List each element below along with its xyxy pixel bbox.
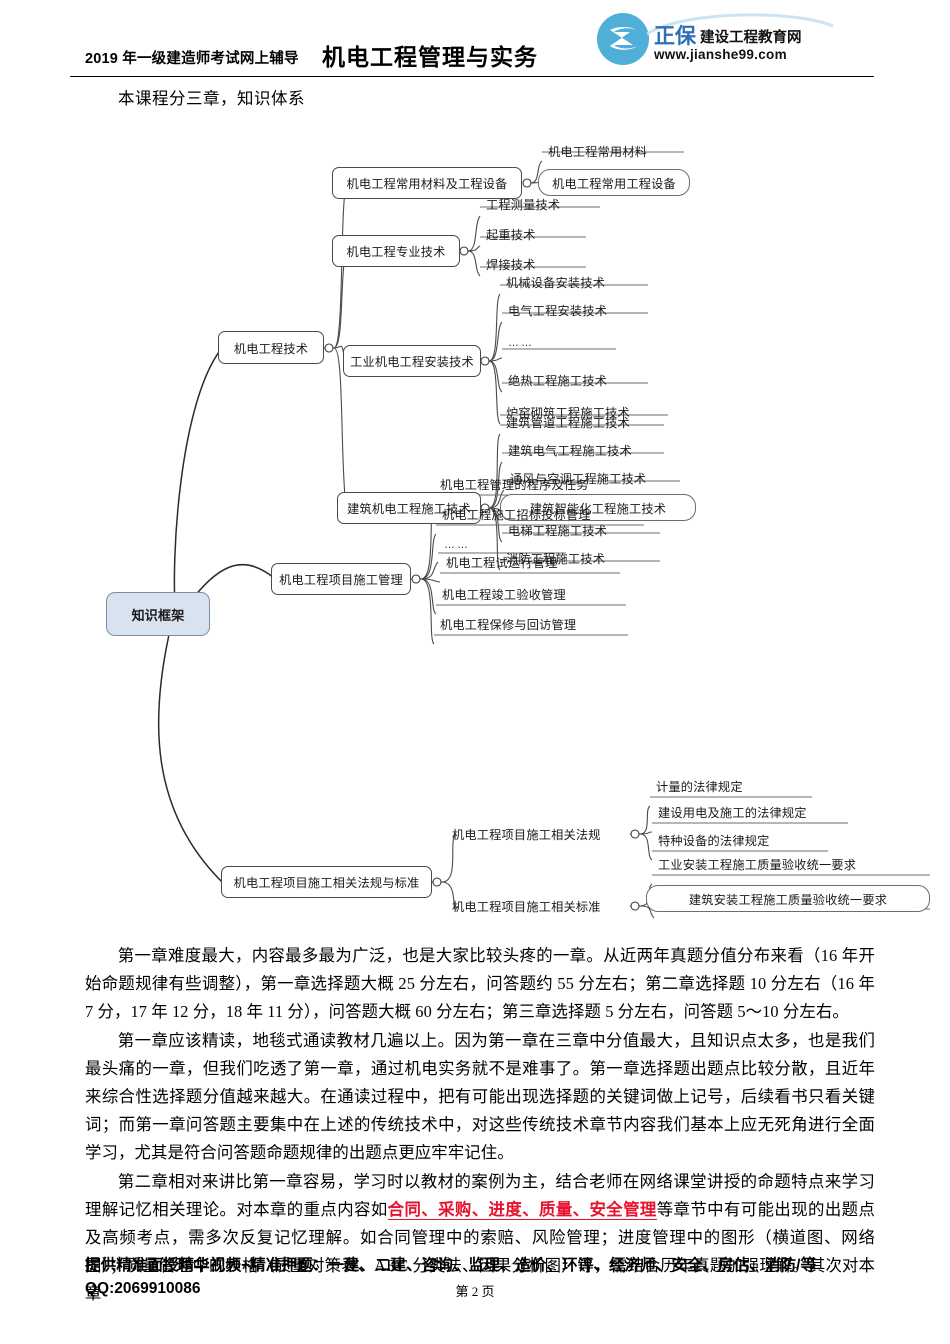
paragraph-3-highlight: 合同、采购、进度、质量、安全管理 xyxy=(387,1199,657,1220)
article-body: 第一章难度最大，内容最多最为广泛，也是大家比较头疼的一章。从近两年真题分值分布来… xyxy=(85,942,875,1309)
mindmap-leaf[interactable]: 起重技术 xyxy=(486,228,536,242)
page-title: 机电工程管理与实务 xyxy=(322,45,538,70)
mindmap-leaf[interactable]: 建筑安装工程施工质量验收统一要求 xyxy=(646,885,930,912)
logo-url: www.jianshe99.com xyxy=(654,47,787,62)
mindmap-leaf[interactable]: 建设用电及施工的法律规定 xyxy=(658,806,807,820)
logo-z-swoosh-icon xyxy=(610,27,637,50)
mindmap-leaf[interactable]: 机械设备安装技术 xyxy=(506,276,606,290)
mindmap-leaf[interactable]: 机电工程竣工验收管理 xyxy=(442,588,566,602)
mindmap-leaf[interactable]: 电梯工程施工技术 xyxy=(508,524,608,538)
paragraph-1: 第一章难度最大，内容最多最为广泛，也是大家比较头疼的一章。从近两年真题分值分布来… xyxy=(85,946,875,1022)
mindmap-leaf[interactable]: 通风与空调工程施工技术 xyxy=(510,472,647,486)
footer-promo-text: 提供精准面授精华视频+精准押题：一建、二建、咨询、监理、造价、环评、经济师、安全… xyxy=(85,1257,817,1274)
footer-qq-text: QQ:2069910086 xyxy=(85,1280,201,1297)
paragraph-3-part-b: 等章节中有可能出现的出题点及高频考点，需多次反复记忆理解。如合同管理中的索赔、风… xyxy=(85,1199,875,1304)
mindmap-leaf[interactable]: 建筑管道工程施工技术 xyxy=(506,416,630,430)
mindmap-leaf[interactable]: 焊接技术 xyxy=(486,258,536,272)
mindmap-leaf[interactable]: 机电工程常用材料 xyxy=(548,145,648,159)
header-subtitle: 2019 年一级建造师考试网上辅导 xyxy=(85,51,299,67)
mindmap-leaf[interactable]: 机电工程保修与回访管理 xyxy=(440,618,577,632)
mindmap-branch-node-xiangmu-guanli[interactable]: 机电工程项目施工管理 xyxy=(271,563,411,595)
mindmap-leaf[interactable]: 绝热工程施工技术 xyxy=(508,374,608,388)
mindmap-branch-node-jidian-jishu[interactable]: 机电工程技术 xyxy=(218,331,324,364)
mindmap-leaf[interactable]: 消防工程施工技术 xyxy=(506,552,606,566)
mindmap-sub-node-zhuanye-jishu[interactable]: 机电工程专业技术 xyxy=(332,235,460,267)
mindmap-leaf[interactable]: 建筑电气工程施工技术 xyxy=(508,444,632,458)
site-logo: 正保 建设工程教育网 www.jianshe99.com xyxy=(597,9,837,71)
mindmap-leaf[interactable]: …… xyxy=(508,337,534,349)
paragraph-3: 第二章相对来讲比第一章容易，学习时以教材的案例为主，结合老师在网络课堂讲授的命题… xyxy=(85,1168,875,1309)
knowledge-mindmap: 知识框架 机电工程技术 机电工程常用材料及工程设备 机电工程常用材料 机电工程常… xyxy=(0,120,950,940)
mindmap-leaf[interactable]: 炉窑砌筑工程施工技术 xyxy=(506,406,630,420)
mindmap-leaf[interactable]: 计量的法律规定 xyxy=(656,780,743,794)
mindmap-leaf[interactable]: 机电工程施工招标投标管理 xyxy=(442,508,591,522)
logo-brand-cn: 正保 xyxy=(654,25,696,48)
logo-brand-name: 建设工程教育网 xyxy=(700,30,802,46)
mindmap-leaf[interactable]: …… xyxy=(444,539,470,551)
mindmap-sub-node-changyong-cailiao[interactable]: 机电工程常用材料及工程设备 xyxy=(332,167,522,199)
mindmap-leaf[interactable]: 机电工程常用工程设备 xyxy=(538,169,690,196)
header-divider xyxy=(70,76,874,77)
logo-arc-icon xyxy=(646,13,834,36)
page-number: 第 2 页 xyxy=(455,1284,495,1299)
mindmap-leaf[interactable]: 特种设备的法律规定 xyxy=(658,834,770,848)
mindmap-sub-node-xiangguan-biaozhun[interactable]: 机电工程项目施工相关标准 xyxy=(452,900,601,914)
mindmap-sub-node-gongye-anzhuang[interactable]: 工业机电工程安装技术 xyxy=(343,345,481,377)
intro-line: 本课程分三章，知识体系 xyxy=(118,89,305,108)
mindmap-leaf[interactable]: 机电工程管理的程序及任务 xyxy=(440,478,589,492)
mindmap-root-node[interactable]: 知识框架 xyxy=(106,592,210,636)
paragraph-2: 第一章应该精读，地毯式通读教材几遍以上。因为第一章在三章中分值最大，且知识点太多… xyxy=(85,1030,875,1163)
page-header: 2019 年一级建造师考试网上辅导 机电工程管理与实务 正保 建设工程教育网 w… xyxy=(0,0,950,82)
paragraph-3-part-a: 第二章相对来讲比第一章容易，学习时以教材的案例为主，结合老师在网络课堂讲授的命题… xyxy=(85,1171,875,1219)
mindmap-sub-node-jianzhu-jidian[interactable]: 建筑机电工程施工技术 xyxy=(337,492,481,524)
mindmap-leaf[interactable]: 工业安装工程施工质量验收统一要求 xyxy=(658,858,857,872)
mindmap-leaf[interactable]: 建筑智能化工程施工技术 xyxy=(500,494,696,521)
mindmap-leaf[interactable]: 机电工程试运行管理 xyxy=(446,556,558,570)
mindmap-branch-node-fagui-biaozhun[interactable]: 机电工程项目施工相关法规与标准 xyxy=(221,866,432,898)
mindmap-sub-node-xiangguan-fagui[interactable]: 机电工程项目施工相关法规 xyxy=(452,828,601,842)
mindmap-leaf[interactable]: 电气工程安装技术 xyxy=(508,304,608,318)
mindmap-leaf[interactable]: 工程测量技术 xyxy=(486,198,561,212)
